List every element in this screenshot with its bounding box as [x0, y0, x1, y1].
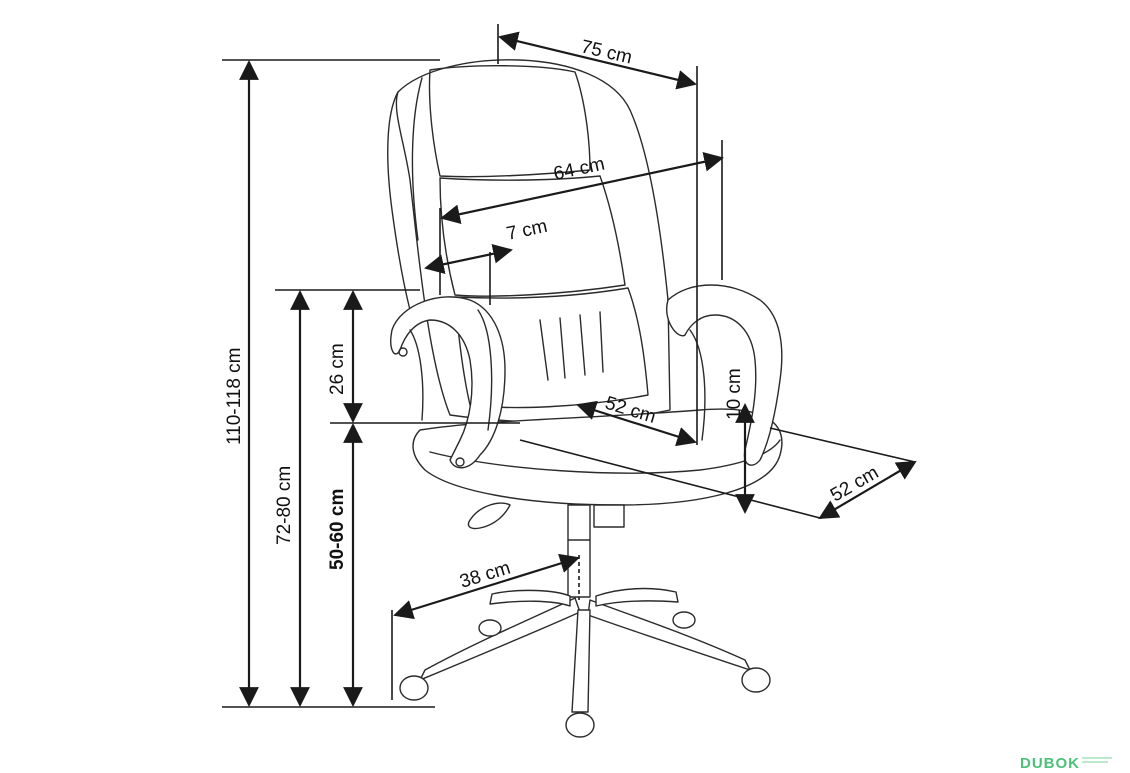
dim-base-radius	[393, 553, 580, 620]
dimension-labels: 75 cm 64 cm 7 cm 110-118 cm 72-80 cm 26 …	[224, 36, 882, 592]
label-overall-depth: 52 cm	[827, 462, 882, 506]
label-cushion-thickness: 10 cm	[724, 368, 745, 420]
dim-overall-width	[498, 31, 697, 90]
dim-overall-depth	[818, 460, 917, 520]
caster	[478, 619, 502, 637]
dim-seat-depth	[576, 400, 697, 447]
extension-lines	[222, 24, 916, 708]
chair-base	[399, 587, 771, 738]
caster	[565, 712, 595, 738]
tilt-mechanism	[593, 504, 625, 528]
backrest	[395, 59, 671, 423]
backrest-bolster	[387, 91, 411, 311]
dimension-lines	[239, 31, 917, 707]
caster	[672, 611, 696, 629]
tilt-lever	[467, 502, 511, 530]
left-armrest	[390, 296, 506, 469]
caster	[741, 667, 771, 693]
label-armrest-height: 26 cm	[327, 343, 348, 395]
caster	[399, 675, 429, 701]
label-armrest-floor-height: 72-80 cm	[274, 466, 295, 545]
watermark-logo: DUBOK	[1020, 755, 1112, 772]
dim-seat-width	[440, 152, 724, 224]
label-seat-height: 50-60 cm	[327, 489, 348, 570]
dim-armrest-width	[424, 244, 513, 274]
watermark-text: DUBOK	[1020, 755, 1080, 772]
lumbar-cushion	[454, 287, 649, 409]
label-total-height: 110-118 cm	[224, 347, 245, 445]
